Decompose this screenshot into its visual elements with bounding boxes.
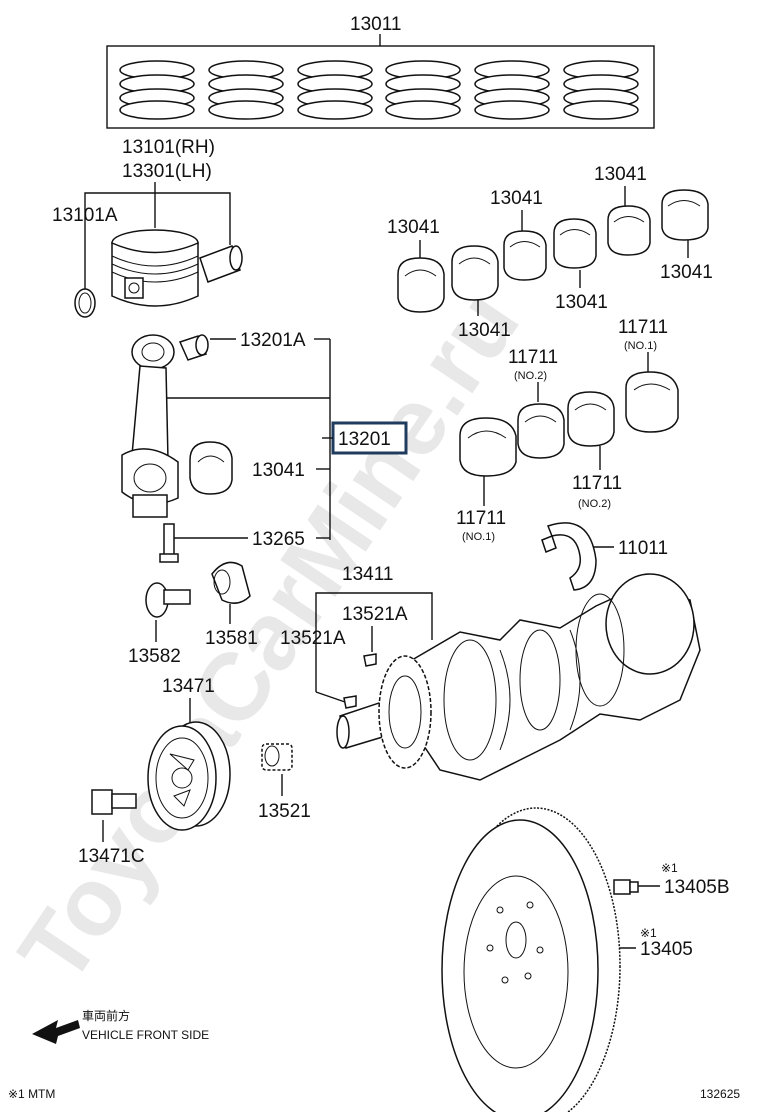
piston	[111, 229, 199, 307]
label-13581[interactable]: 13581	[205, 628, 258, 649]
footnote-mark-1b: ※1	[640, 926, 657, 940]
main-bearing-1	[397, 257, 445, 313]
thrust-bearing-4	[459, 417, 517, 477]
front-note-en: VEHICLE FRONT SIDE	[82, 1028, 209, 1042]
label-bearing-13041-3[interactable]: 13041	[594, 164, 647, 185]
conrod-bearing	[189, 441, 233, 495]
label-11711-c[interactable]: 11711	[572, 473, 622, 494]
flywheel	[441, 807, 621, 1117]
flywheel-bolt	[613, 879, 639, 895]
label-13521a-top[interactable]: 13521A	[342, 604, 408, 625]
label-13471[interactable]: 13471	[162, 676, 215, 697]
label-11711-b[interactable]: 11711	[508, 347, 558, 368]
label-bearing-13041-6[interactable]: 13041	[660, 262, 713, 283]
ring-set-6	[563, 60, 639, 120]
label-bearing-13041-2[interactable]: 13041	[490, 188, 543, 209]
pulley-bolt	[91, 789, 137, 815]
label-bearing-13041-4[interactable]: 13041	[458, 320, 511, 341]
ring-set-1	[119, 60, 195, 120]
thrust-bearing-3	[517, 403, 565, 459]
label-13582[interactable]: 13582	[128, 646, 181, 667]
main-bearing-3	[503, 230, 547, 281]
label-bearing-13041-1[interactable]: 13041	[387, 217, 440, 238]
label-11711-d-note: (NO.1)	[462, 531, 495, 543]
front-note-jp: 車両前方	[82, 1008, 130, 1023]
label-11011[interactable]: 11011	[618, 538, 668, 559]
ring-set-2	[208, 60, 284, 120]
label-11711-d[interactable]: 11711	[456, 508, 506, 529]
label-11711-b-note: (NO.2)	[514, 370, 547, 382]
conrod-small-end-bushing	[178, 334, 209, 361]
label-13405[interactable]: 13405	[640, 939, 693, 960]
crank-pulley	[147, 721, 231, 831]
label-13011[interactable]: 13011	[350, 14, 401, 35]
label-13101-rh[interactable]: 13101(RH)	[122, 137, 215, 158]
ring-set-4	[385, 60, 461, 120]
label-13265[interactable]: 13265	[252, 529, 305, 550]
conrod-bolt	[159, 523, 179, 563]
thrust-washer	[541, 522, 597, 591]
label-13201[interactable]: 13201	[338, 429, 391, 450]
snap-ring	[74, 288, 96, 318]
thrust-bearing-2	[567, 391, 615, 447]
label-13301-lh[interactable]: 13301(LH)	[122, 161, 212, 182]
main-bearing-6	[661, 189, 709, 241]
label-13471c[interactable]: 13471C	[78, 846, 145, 867]
label-13411[interactable]: 13411	[342, 564, 393, 585]
label-11711-a[interactable]: 11711	[618, 317, 668, 338]
label-13521[interactable]: 13521	[258, 801, 311, 822]
label-13201a[interactable]: 13201A	[240, 330, 306, 351]
label-11711-c-note: (NO.2)	[578, 498, 611, 510]
label-13405b[interactable]: 13405B	[664, 877, 730, 898]
crank-sprocket	[378, 655, 432, 769]
ring-set-5	[474, 60, 550, 120]
label-bearing-13041-5[interactable]: 13041	[555, 292, 608, 313]
main-bearing-5	[607, 205, 651, 256]
footnote-mark-1a: ※1	[661, 861, 678, 875]
connecting-rod	[121, 334, 179, 518]
footnote: ※1 MTM	[8, 1087, 55, 1101]
label-13041-conrod[interactable]: 13041	[252, 460, 305, 481]
bolt-13582	[145, 582, 191, 618]
main-bearing-4	[553, 218, 597, 269]
woodruff-key-left	[343, 695, 357, 709]
label-11711-a-note: (NO.1)	[624, 340, 657, 352]
woodruff-key-top	[363, 653, 377, 667]
piston-rings-group	[119, 60, 639, 120]
ring-set-box	[106, 45, 655, 129]
plate-13581	[211, 561, 251, 604]
ring-set-3	[297, 60, 373, 120]
thrust-bearing-1	[625, 371, 679, 433]
label-13521a-left[interactable]: 13521A	[280, 628, 346, 649]
figure-id: 132625	[700, 1087, 740, 1101]
main-bearing-2	[451, 245, 499, 301]
piston-pin	[199, 245, 243, 283]
timing-gear-13521	[261, 743, 293, 771]
front-direction-arrow	[32, 1020, 80, 1044]
